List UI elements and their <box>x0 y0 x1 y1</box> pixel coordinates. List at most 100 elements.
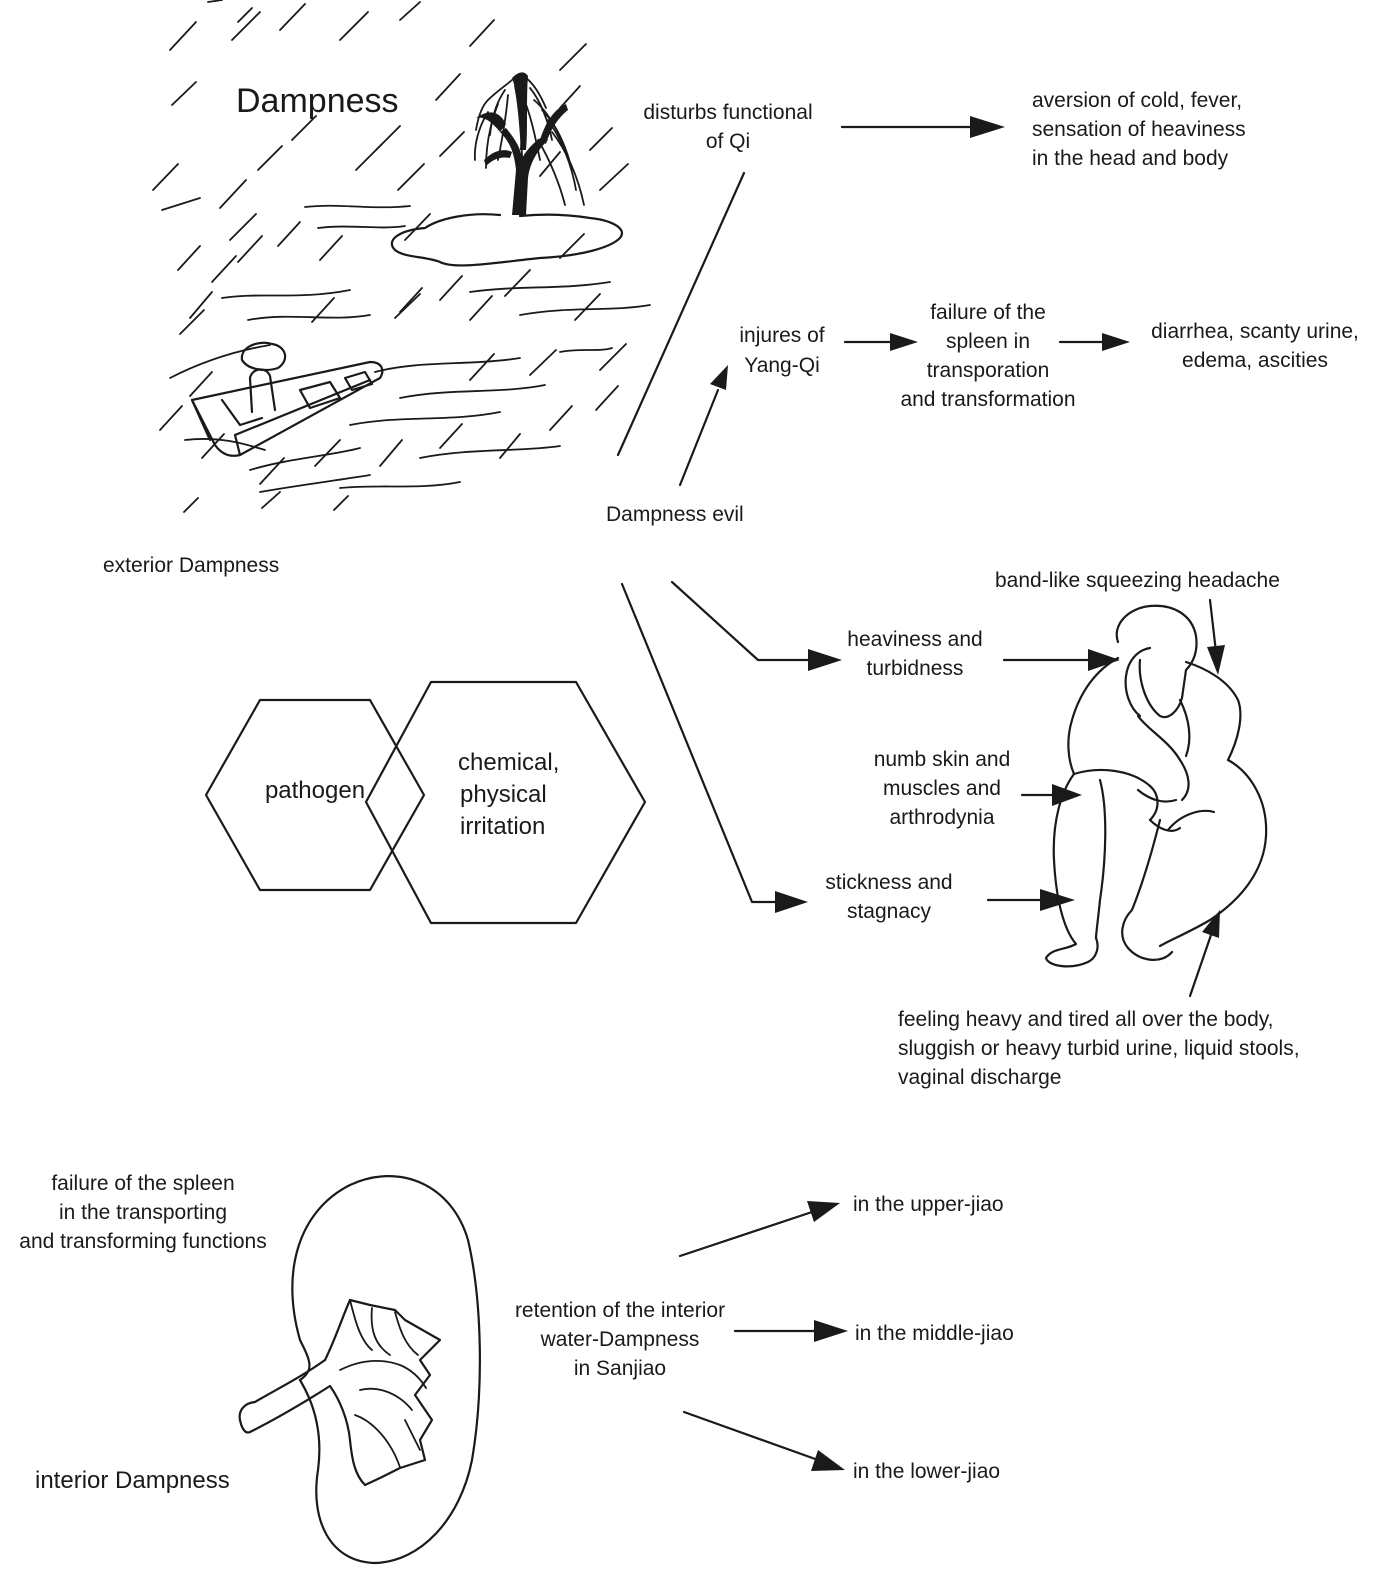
spleen-cause-label: failure of the spleen in the transportin… <box>19 1172 266 1253</box>
svg-text:failure of the: failure of the <box>930 301 1046 324</box>
svg-text:injures of: injures of <box>739 324 824 347</box>
rain-stroke <box>201 433 225 459</box>
rain-stroke <box>375 125 401 151</box>
rain-stroke <box>399 287 423 313</box>
svg-text:vaginal discharge: vaginal discharge <box>898 1066 1061 1089</box>
rain-stroke <box>504 269 531 297</box>
spleen-failure-label: failure of the spleen in transporation a… <box>900 301 1075 411</box>
arrow-numb-to-body <box>1020 784 1082 806</box>
arrow-to-middle-jiao <box>733 1320 848 1342</box>
rain-stroke <box>339 11 369 41</box>
pathogen-label: pathogen <box>265 777 365 804</box>
rain-stroke <box>177 245 201 271</box>
diarrhea-label: diarrhea, scanty urine, edema, ascities <box>1151 320 1359 372</box>
rain-stroke <box>189 371 213 397</box>
arrow-to-lower-jiao <box>682 1410 845 1471</box>
rain-scene-illustration <box>152 0 651 513</box>
arrow-evil-to-stickness <box>620 582 808 913</box>
qi-cause-label: disturbs functional of Qi <box>643 101 812 153</box>
rain-stroke <box>159 405 183 431</box>
svg-text:disturbs functional: disturbs functional <box>643 101 812 124</box>
rain-stroke <box>469 295 493 321</box>
rain-stroke <box>229 213 257 241</box>
svg-text:chemical,: chemical, <box>458 749 559 776</box>
rain-stroke <box>439 423 463 449</box>
rain-stroke <box>574 293 601 321</box>
svg-text:and transforming functions: and transforming functions <box>19 1230 266 1253</box>
rain-stroke <box>549 405 573 431</box>
arrow-to-upper-jiao <box>678 1201 840 1258</box>
arrow-evil-to-yang <box>678 365 728 487</box>
svg-text:in Sanjiao: in Sanjiao <box>574 1357 666 1380</box>
svg-text:irritation: irritation <box>460 813 545 840</box>
rain-stroke <box>595 385 619 411</box>
rain-stroke <box>439 131 465 157</box>
kidney-illustration <box>238 1175 481 1565</box>
arrow-qi-to-effect <box>840 116 1005 138</box>
svg-text:physical: physical <box>460 781 547 808</box>
svg-text:in the head and body: in the head and body <box>1032 147 1229 170</box>
qi-effect-label: aversion of cold, fever, sensation of he… <box>1032 89 1246 170</box>
rain-stroke <box>319 235 343 261</box>
rain-stroke <box>277 221 301 247</box>
svg-text:heaviness and: heaviness and <box>847 628 982 651</box>
svg-text:transporation: transporation <box>927 359 1050 382</box>
island-outline <box>390 213 623 267</box>
rain-stroke <box>291 115 317 141</box>
svg-text:turbidness: turbidness <box>867 657 964 680</box>
svg-text:spleen in: spleen in <box>946 330 1030 353</box>
rain-stroke <box>599 343 627 371</box>
rain-stroke <box>152 163 179 191</box>
rain-stroke <box>499 433 521 459</box>
irritation-label: chemical, physical irritation <box>458 749 559 840</box>
rain-stroke <box>559 233 585 259</box>
rain-stroke <box>439 275 463 301</box>
heaviness-label: heaviness and turbidness <box>847 628 982 680</box>
rain-stroke <box>211 255 237 283</box>
arrow-stickness-to-body <box>986 889 1075 911</box>
svg-text:muscles and: muscles and <box>883 777 1001 800</box>
rain-stroke <box>599 163 629 191</box>
rain-stroke <box>189 291 213 319</box>
arrow-spleen-to-diarrhea <box>1058 333 1130 351</box>
rain-stroke <box>399 1 421 21</box>
rain-stroke <box>231 11 261 41</box>
irritation-hexagon <box>364 680 647 925</box>
svg-text:stickness and: stickness and <box>825 871 952 894</box>
svg-text:Yang-Qi: Yang-Qi <box>744 354 819 377</box>
rain-stroke <box>279 3 306 31</box>
line-evil-to-qi <box>616 171 746 457</box>
rain-stroke <box>161 197 201 211</box>
rain-stroke <box>435 73 461 101</box>
svg-text:aversion of cold, fever,: aversion of cold, fever, <box>1032 89 1242 112</box>
yang-cause-label: injures of Yang-Qi <box>739 324 824 377</box>
svg-text:sluggish or heavy turbid urine: sluggish or heavy turbid urine, liquid s… <box>898 1037 1300 1060</box>
water-waves <box>169 204 651 493</box>
rain-stroke <box>219 179 247 209</box>
svg-text:stagnacy: stagnacy <box>847 900 932 923</box>
dampness-evil-label: Dampness evil <box>606 503 744 526</box>
interior-dampness-caption: interior Dampness <box>35 1467 230 1494</box>
headache-label: band-like squeezing headache <box>995 569 1280 592</box>
svg-text:diarrhea, scanty urine,: diarrhea, scanty urine, <box>1151 320 1359 343</box>
lower-jiao-label: in the lower-jiao <box>853 1460 1000 1483</box>
rain-stroke <box>559 85 581 109</box>
rain-stroke <box>237 7 253 23</box>
svg-text:retention of the interior: retention of the interior <box>515 1299 725 1322</box>
retention-label: retention of the interior water-Dampness… <box>515 1299 725 1380</box>
svg-text:water-Dampness: water-Dampness <box>540 1328 700 1351</box>
rain-stroke <box>469 19 495 47</box>
rain-stroke <box>404 213 431 241</box>
svg-text:arthrodynia: arthrodynia <box>889 806 994 829</box>
dampness-title: Dampness <box>236 82 399 120</box>
pathogen-hexagon <box>204 698 426 892</box>
arrow-headache-to-head <box>1207 598 1225 675</box>
rain-stroke <box>314 439 341 467</box>
rain-stroke <box>171 81 197 106</box>
rain-stroke <box>469 353 495 381</box>
rain-stroke <box>333 495 349 511</box>
svg-text:and transformation: and transformation <box>900 388 1075 411</box>
svg-text:in the transporting: in the transporting <box>59 1201 227 1224</box>
rain-stroke <box>394 293 421 319</box>
